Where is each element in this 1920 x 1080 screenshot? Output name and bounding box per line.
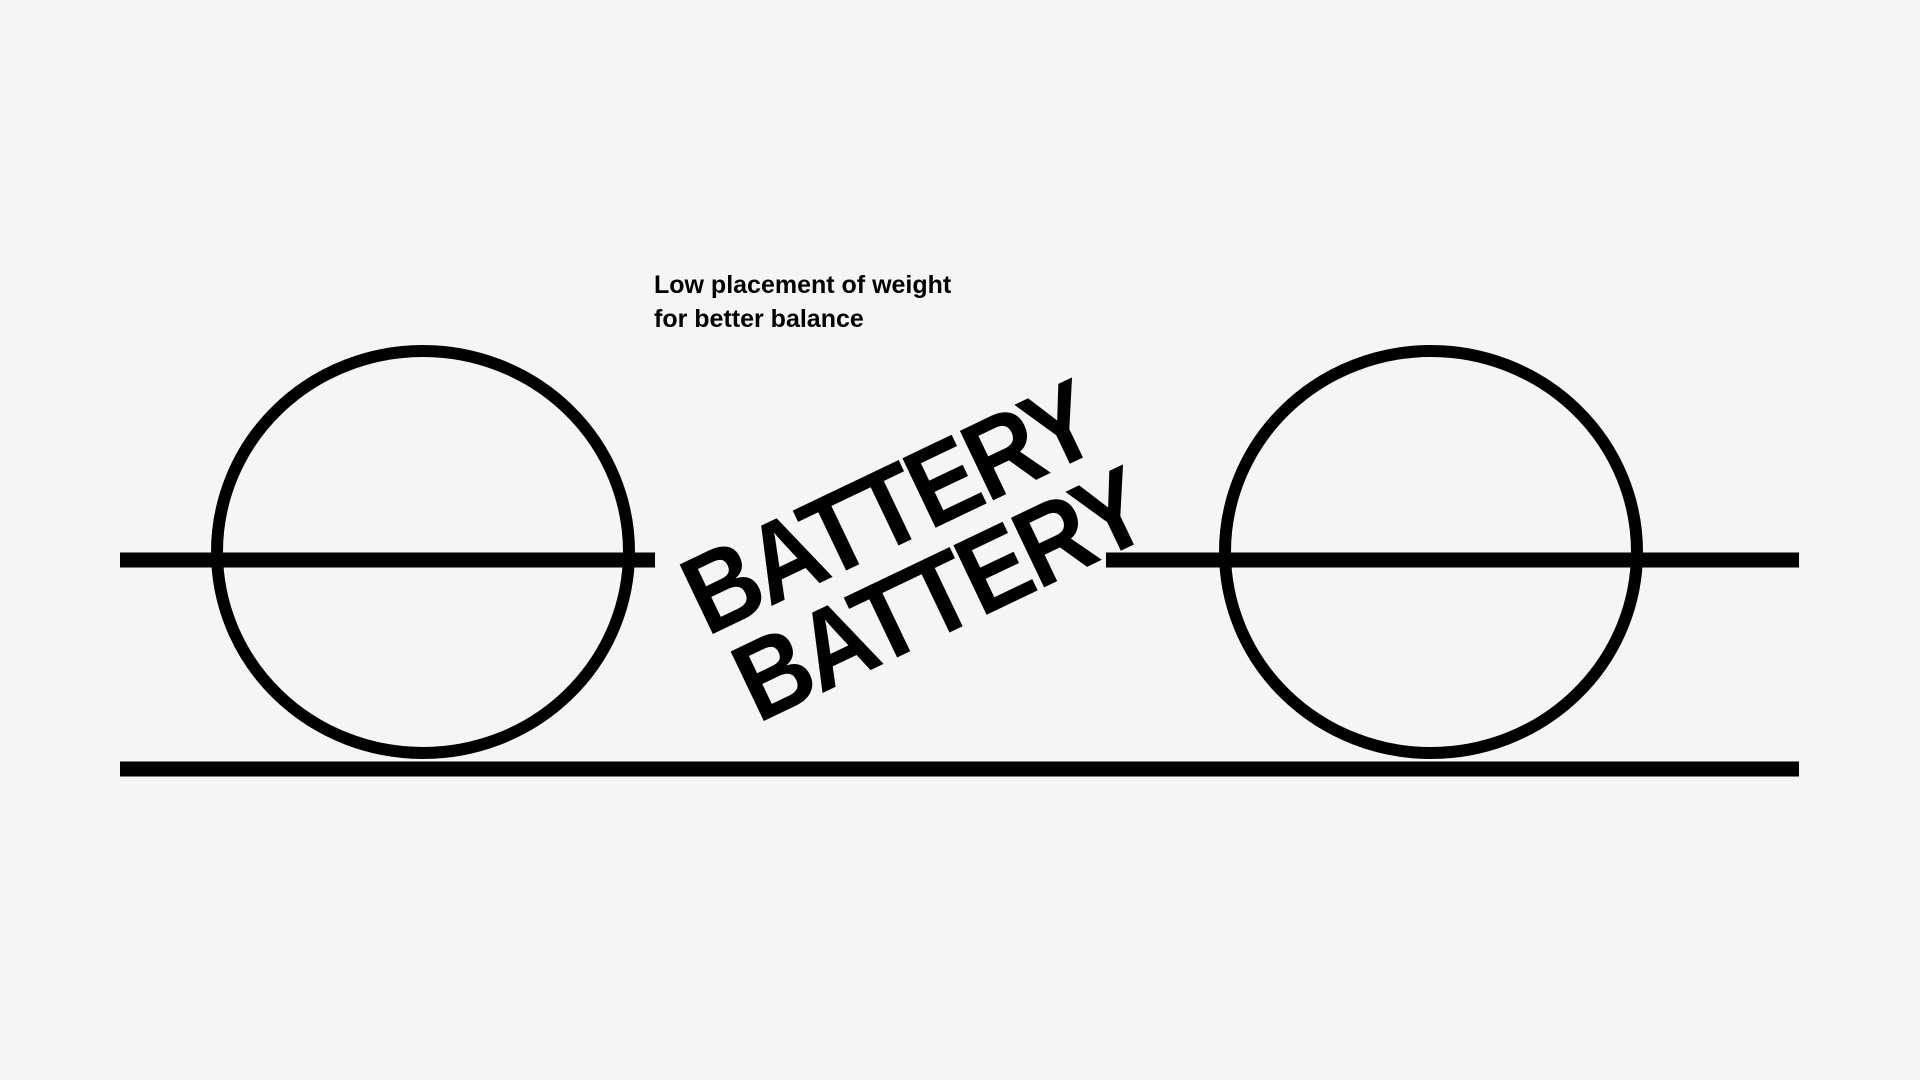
caption-line-1: Low placement of weight (654, 271, 952, 299)
caption-text: Low placement of weight for better balan… (654, 268, 951, 336)
rear-wheel-circle (1219, 345, 1643, 759)
front-wheel-circle (211, 345, 635, 759)
caption-line-2: for better balance (654, 305, 864, 333)
